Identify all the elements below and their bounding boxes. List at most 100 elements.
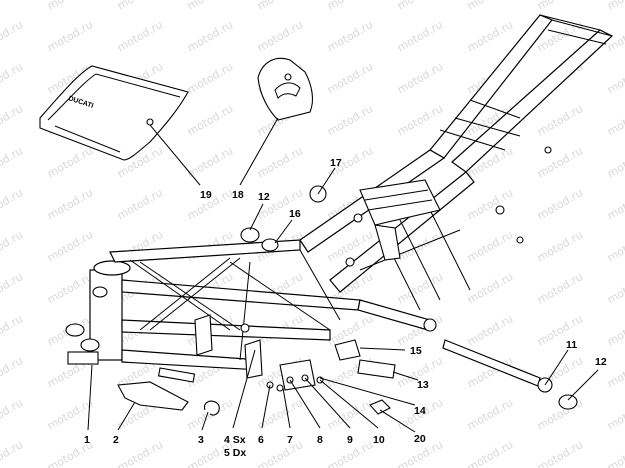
- watermark-text: motod.ru: [0, 144, 25, 180]
- callout-14: 14: [414, 405, 426, 417]
- watermark-text: motod.ru: [325, 396, 375, 432]
- watermark-text: motod.ru: [325, 102, 375, 138]
- watermark-text: motod.ru: [605, 270, 625, 306]
- watermark-text: motod.ru: [45, 18, 95, 54]
- watermark-text: motod.ru: [325, 60, 375, 96]
- hex-nut: [369, 399, 391, 415]
- watermark-text: motod.ru: [395, 60, 445, 96]
- watermark-text: motod.ru: [0, 0, 25, 13]
- loose-parts: [117, 185, 578, 416]
- watermark-text: motod.ru: [45, 186, 95, 222]
- watermark-text: motod.ru: [0, 186, 25, 222]
- callout-5dx: 5 Dx: [224, 447, 246, 459]
- callout-18: 18: [232, 189, 244, 201]
- watermark-text: motod.ru: [465, 0, 515, 13]
- watermark-text: motod.ru: [395, 102, 445, 138]
- watermark-text: motod.ru: [0, 438, 25, 468]
- watermark-text: motod.ru: [325, 0, 375, 13]
- watermark-text: motod.ru: [0, 60, 25, 96]
- axle-nut: [558, 394, 578, 410]
- watermark-text: motod.ru: [605, 228, 625, 264]
- watermark-text: motod.ru: [325, 18, 375, 54]
- watermark-text: motod.ru: [0, 354, 25, 390]
- watermark-text: motod.ru: [605, 438, 625, 468]
- watermark-text: motod.ru: [45, 270, 95, 306]
- watermark-text: motod.ru: [535, 438, 585, 468]
- callout-4sx: 4 Sx: [224, 434, 246, 446]
- rubber-bushing: [240, 227, 260, 243]
- callout-6: 6: [258, 434, 264, 446]
- watermark-text: motod.ru: [0, 18, 25, 54]
- callout-8: 8: [317, 434, 323, 446]
- watermark-text: motod.ru: [0, 228, 25, 264]
- watermark-text: motod.ru: [0, 396, 25, 432]
- watermark-text: motod.ru: [395, 0, 445, 13]
- watermark-text: motod.ru: [535, 270, 585, 306]
- bracket-part: [117, 381, 189, 411]
- watermark-text: motod.ru: [535, 312, 585, 348]
- watermark-text: motod.ru: [0, 312, 25, 348]
- callout-17: 17: [330, 157, 342, 169]
- clip-part: [203, 400, 220, 416]
- watermark-text: motod.ru: [255, 18, 305, 54]
- callout-7: 7: [287, 434, 293, 446]
- watermark-text: motod.ru: [605, 144, 625, 180]
- watermark-text: motod.ru: [0, 270, 25, 306]
- watermark-text: motod.ru: [535, 0, 585, 13]
- watermark-text: motod.ru: [605, 354, 625, 390]
- watermark-text: motod.ru: [115, 438, 165, 468]
- watermark-text: motod.ru: [45, 228, 95, 264]
- callout-labels: 19 18 17 16 12 1 2 3 4 Sx 5 Dx 6 7 8 9 1…: [84, 157, 607, 459]
- watermark-text: motod.ru: [465, 18, 515, 54]
- document-pouch: [257, 57, 314, 121]
- watermark-text: motod.ru: [255, 144, 305, 180]
- watermark-text: motod.ru: [465, 270, 515, 306]
- tool-bag: DUCATI: [39, 65, 189, 161]
- callout-19: 19: [200, 189, 212, 201]
- callout-20: 20: [414, 433, 426, 445]
- watermark-text: motod.ru: [605, 396, 625, 432]
- watermark-text: motod.ru: [605, 60, 625, 96]
- watermark-text: motod.ru: [535, 228, 585, 264]
- callout-1: 1: [84, 434, 90, 446]
- callout-2: 2: [113, 434, 119, 446]
- callout-12-right: 12: [595, 356, 607, 368]
- swingarm-axle: [442, 339, 541, 387]
- watermark-text: motod.ru: [185, 102, 235, 138]
- watermark-text: motod.ru: [185, 0, 235, 13]
- callout-13: 13: [417, 379, 429, 391]
- callout-16: 16: [289, 208, 301, 220]
- watermark-text: motod.ru: [115, 0, 165, 13]
- callout-12-left: 12: [258, 191, 270, 203]
- watermark-text: motod.ru: [605, 312, 625, 348]
- callout-3: 3: [198, 434, 204, 446]
- watermark-text: motod.ru: [465, 312, 515, 348]
- watermark-text: motod.ru: [45, 144, 95, 180]
- watermark-text: motod.ru: [535, 144, 585, 180]
- watermark-text: motod.ru: [605, 102, 625, 138]
- watermark-text: motod.ru: [465, 228, 515, 264]
- watermark-text: motod.ru: [535, 186, 585, 222]
- watermark-text: motod.ru: [255, 0, 305, 13]
- callout-11: 11: [566, 339, 577, 351]
- leader-lines: [87, 117, 599, 433]
- watermark-text: motod.ru: [605, 186, 625, 222]
- watermark-text: motod.ru: [185, 144, 235, 180]
- watermark-text: motod.ru: [465, 438, 515, 468]
- trellis-frame: [65, 14, 614, 391]
- watermark-text: motod.ru: [465, 396, 515, 432]
- callout-9: 9: [347, 434, 353, 446]
- watermark-text: motod.ru: [395, 18, 445, 54]
- callout-15: 15: [410, 345, 422, 357]
- watermark-text: motod.ru: [535, 102, 585, 138]
- watermark-text: motod.ru: [185, 60, 235, 96]
- watermark-text: motod.ru: [45, 0, 95, 13]
- callout-10: 10: [373, 434, 385, 446]
- watermark-text: motod.ru: [185, 18, 235, 54]
- watermark-text: motod.ru: [115, 186, 165, 222]
- watermark-text: motod.ru: [115, 18, 165, 54]
- watermark-text: motod.ru: [0, 102, 25, 138]
- watermark-text: motod.ru: [605, 0, 625, 13]
